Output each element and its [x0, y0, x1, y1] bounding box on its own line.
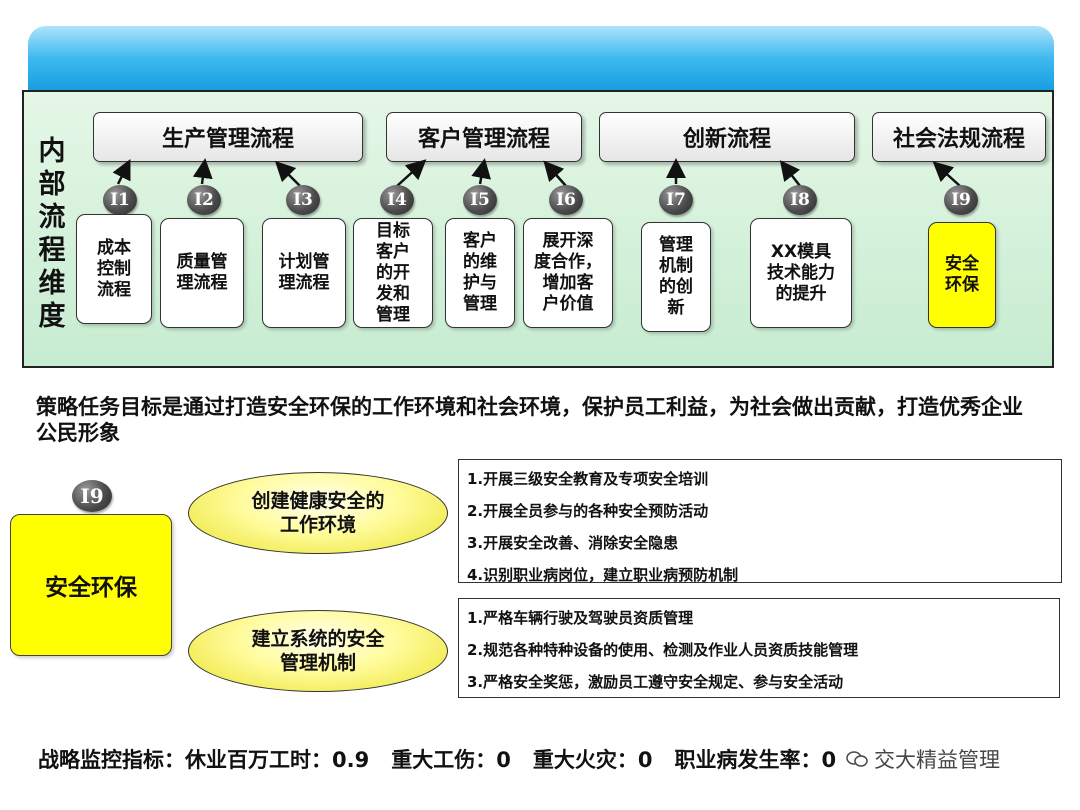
kpi-line: 战略监控指标：休业百万工时：0.9 重大工伤：0 重大火灾：0 职业病发生率：0	[38, 744, 918, 774]
initiative-safety-mechanism: 建立系统的安全 管理机制	[188, 610, 448, 692]
kpi-item: 休业百万工时：0.9	[185, 748, 370, 772]
task-i9: 安全 环保	[928, 222, 996, 328]
measures-box-2: 1.严格车辆行驶及驾驶员资质管理 2.规范各种特种设备的使用、检测及作业人员资质…	[458, 598, 1060, 698]
wechat-icon	[846, 751, 868, 767]
process-production: 生产管理流程	[93, 112, 363, 162]
measure-item: 1.开展三级安全教育及专项安全培训	[467, 470, 709, 488]
kpi-item: 重大工伤：0	[391, 748, 511, 772]
task-badge-i7: I7	[659, 185, 693, 215]
focus-badge: I9	[72, 480, 112, 512]
watermark: 交大精益管理	[846, 744, 1000, 774]
kpi-prefix: 战略监控指标：	[38, 748, 185, 772]
task-badge-i1: I1	[103, 185, 137, 215]
strategy-goal-text: 策略任务目标是通过打造安全环保的工作环境和社会环境，保护员工利益，为社会做出贡献…	[36, 395, 1023, 445]
initiative-healthy-environment: 创建健康安全的 工作环境	[188, 472, 448, 554]
task-i5: 客户 的维 护与 管理	[445, 218, 515, 328]
task-i2: 质量管 理流程	[160, 218, 244, 328]
measure-item: 2.开展全员参与的各种安全预防活动	[467, 502, 709, 520]
task-badge-i3: I3	[286, 185, 320, 215]
measure-item: 3.严格安全奖惩，激励员工遵守安全规定、参与安全活动	[467, 673, 844, 691]
task-badge-i5: I5	[463, 185, 497, 215]
watermark-text: 交大精益管理	[874, 748, 1000, 772]
task-i1: 成本 控制 流程	[76, 214, 152, 324]
measure-item: 3.开展安全改善、消除安全隐患	[467, 534, 679, 552]
task-i3: 计划管 理流程	[262, 218, 346, 328]
task-badge-i9: I9	[944, 185, 978, 215]
task-i4: 目标 客户 的开 发和 管理	[353, 218, 433, 328]
task-i8: XX模具 技术能力 的提升	[750, 218, 852, 328]
measure-item: 1.严格车辆行驶及驾驶员资质管理	[467, 609, 694, 627]
task-badge-i8: I8	[783, 185, 817, 215]
process-innovation: 创新流程	[599, 112, 855, 162]
process-social-regulation: 社会法规流程	[872, 112, 1046, 162]
process-customer: 客户管理流程	[386, 112, 582, 162]
task-i7: 管理 机制 的创 新	[641, 222, 711, 332]
task-i6: 展开深 度合作， 增加客 户价值	[523, 218, 613, 328]
measures-box-1: 1.开展三级安全教育及专项安全培训 2.开展全员参与的各种安全预防活动 3.开展…	[458, 459, 1062, 584]
kpi-item: 重大火灾：0	[532, 748, 653, 772]
task-badge-i4: I4	[380, 185, 414, 215]
task-badge-i2: I2	[187, 185, 221, 215]
measure-item: 4.识别职业病岗位，建立职业病预防机制	[467, 566, 739, 584]
focus-box: 安全环保	[10, 514, 172, 656]
dimension-label: 内部流程维度	[38, 136, 66, 332]
measure-item: 2.规范各种特种设备的使用、检测及作业人员资质技能管理	[467, 641, 859, 659]
kpi-item: 职业病发生率：0	[674, 748, 837, 772]
task-badge-i6: I6	[549, 185, 583, 215]
header-banner	[28, 26, 1054, 98]
